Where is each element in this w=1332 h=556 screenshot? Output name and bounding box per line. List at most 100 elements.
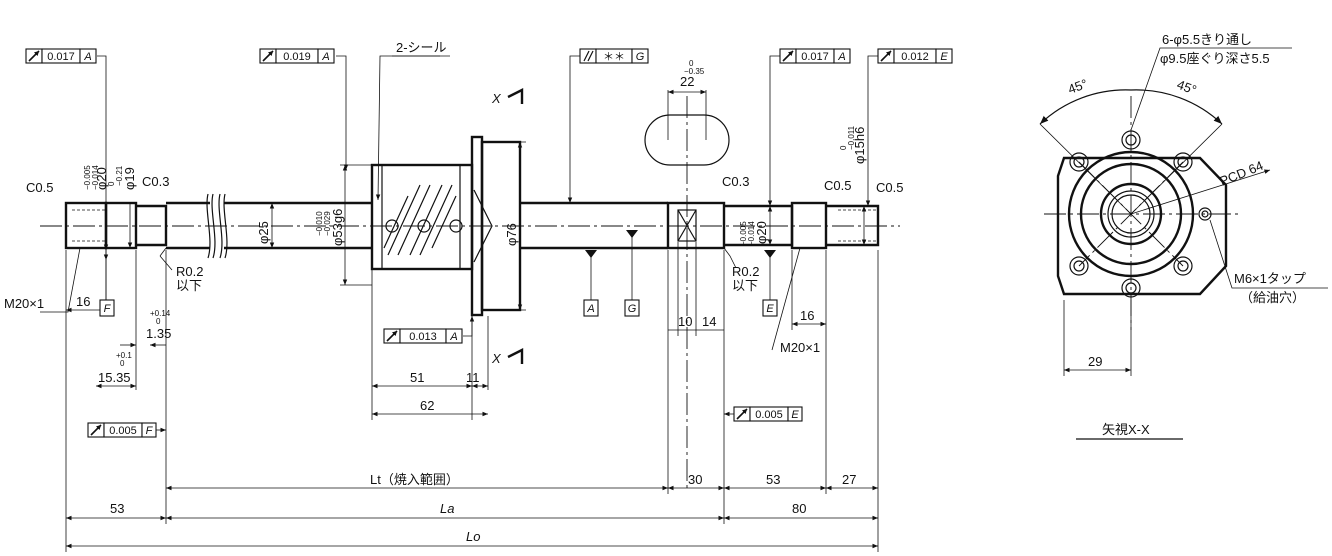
svg-text:0.012: 0.012 [901, 51, 929, 63]
key-22-tol-b: −0.35 [684, 67, 705, 76]
end-view-x-x [1039, 47, 1328, 440]
lt-label: Lt（焼入範囲） [370, 472, 459, 487]
text-labels: 2-シール X X C0.5 C0.3 C0.3 C0.5 C0.5 R0.2 … [4, 32, 1306, 544]
d62: 62 [420, 398, 434, 413]
phi25-label: φ25 [256, 221, 271, 244]
d1535: 15.35 [98, 370, 131, 385]
d1535-tol-b: 0 [120, 359, 125, 368]
angle-left: 45° [1066, 76, 1090, 97]
r02-right-sub: 以下 [732, 278, 758, 293]
tolerance-frame-7: 0.005 F [87, 422, 157, 438]
lo-label: Lo [466, 529, 480, 544]
leaders [40, 55, 878, 490]
svg-text:G: G [636, 51, 645, 63]
key-22: 22 [680, 74, 694, 89]
d80: 80 [792, 501, 806, 516]
la-label: La [440, 501, 454, 516]
svg-text:E: E [766, 303, 774, 315]
d30: 30 [688, 472, 702, 487]
c05-left: C0.5 [26, 180, 53, 195]
phi20-left-label: φ20 [94, 167, 109, 190]
c05-right-a: C0.5 [824, 178, 851, 193]
svg-text:＊＊: ＊＊ [603, 51, 625, 63]
svg-text:0.017: 0.017 [47, 51, 75, 63]
d14: 14 [702, 314, 716, 329]
svg-text:A: A [586, 303, 594, 315]
phi53-tol-a: −0.010 [315, 211, 324, 236]
holes-label-2: φ9.5座ぐり深さ5.5 [1160, 51, 1270, 66]
svg-text:0.005: 0.005 [755, 409, 783, 421]
d135-tol-b: 0 [156, 317, 161, 326]
holes-label-1: 6-φ5.5きり通し [1162, 32, 1252, 47]
datum-box-a: A [583, 299, 599, 317]
phi15-label: φ15h6 [852, 127, 867, 164]
phi15-tol-b: −0.011 [847, 125, 856, 150]
phi20-right-label: φ20 [754, 221, 769, 244]
r02-left-sub: 以下 [176, 278, 202, 293]
d16-right: 16 [800, 308, 814, 323]
datum-box-f: F [99, 299, 115, 317]
tolerance-frame-5: 0.012 E [877, 48, 953, 64]
angle-right: 45° [1175, 77, 1199, 98]
svg-text:0.017: 0.017 [801, 51, 829, 63]
d53-left: 53 [110, 501, 124, 516]
d1535-tol-a: +0.1 [116, 351, 132, 360]
r02-right: R0.2 [732, 264, 759, 279]
datum-box-g: G [624, 299, 640, 317]
svg-text:E: E [791, 409, 799, 421]
phi20-left-tol-a: −0.005 [83, 165, 92, 190]
d51: 51 [410, 370, 424, 385]
svg-text:G: G [628, 303, 637, 315]
c03-left: C0.3 [142, 174, 169, 189]
phi76-label: φ76 [504, 223, 519, 246]
svg-text:F: F [146, 425, 154, 437]
tolerance-frame-2: 0.019 A [259, 48, 335, 64]
phi20-right-tol-b: −0.014 [747, 221, 756, 246]
tolerance-frame-6: 0.013 A [383, 328, 463, 344]
d16-left: 16 [76, 294, 90, 309]
d10: 10 [678, 314, 692, 329]
key-22-tol-a: 0 [689, 59, 694, 68]
shaft-body [64, 193, 880, 259]
svg-text:0.019: 0.019 [283, 51, 311, 63]
section-x-top: X [491, 91, 502, 106]
tolerance-frame-8: 0.005 E [733, 406, 803, 422]
c03-right: C0.3 [722, 174, 749, 189]
pcd-label: PCD 64 [1218, 158, 1266, 189]
d27: 27 [842, 472, 856, 487]
svg-text:A: A [321, 51, 329, 63]
d135: 1.35 [146, 326, 171, 341]
d11: 11 [466, 370, 480, 385]
dimension-lines [65, 141, 879, 552]
view-title: 矢視X-X [1102, 422, 1150, 437]
c05-right-b: C0.5 [876, 180, 903, 195]
svg-text:E: E [940, 51, 948, 63]
phi19-tol-b: −0.21 [115, 165, 124, 186]
svg-text:A: A [449, 331, 457, 343]
phi53-label: φ53g6 [330, 209, 345, 246]
datum-box-e: E [762, 299, 778, 317]
svg-text:A: A [83, 51, 91, 63]
tolerance-frame-1: 0.017 A [25, 48, 97, 64]
tap-label-2: （給油穴） [1240, 290, 1305, 305]
phi20-left-tol-b: −0.014 [91, 165, 100, 190]
d135-tol-a: +0.14 [150, 309, 171, 318]
phi19-label: φ19 [122, 167, 137, 190]
section-x-bottom: X [491, 351, 502, 366]
m20-right: M20×1 [780, 340, 820, 355]
phi15-tol-a: 0 [839, 145, 848, 150]
tap-label-1: M6×1タップ [1234, 271, 1306, 286]
r02-left: R0.2 [176, 264, 203, 279]
dim-29: 29 [1088, 354, 1102, 369]
phi20-right-tol-a: −0.005 [739, 221, 748, 246]
tolerance-frame-4: 0.017 A [779, 48, 851, 64]
svg-text:F: F [104, 303, 112, 315]
tolerance-frame-3: ＊＊ G [579, 48, 649, 64]
phi19-tol-a: 0 [107, 181, 116, 186]
svg-text:0.005: 0.005 [109, 425, 137, 437]
m20-left: M20×1 [4, 296, 44, 311]
seal-label: 2-シール [396, 40, 447, 55]
svg-text:0.013: 0.013 [409, 331, 437, 343]
svg-text:A: A [837, 51, 845, 63]
